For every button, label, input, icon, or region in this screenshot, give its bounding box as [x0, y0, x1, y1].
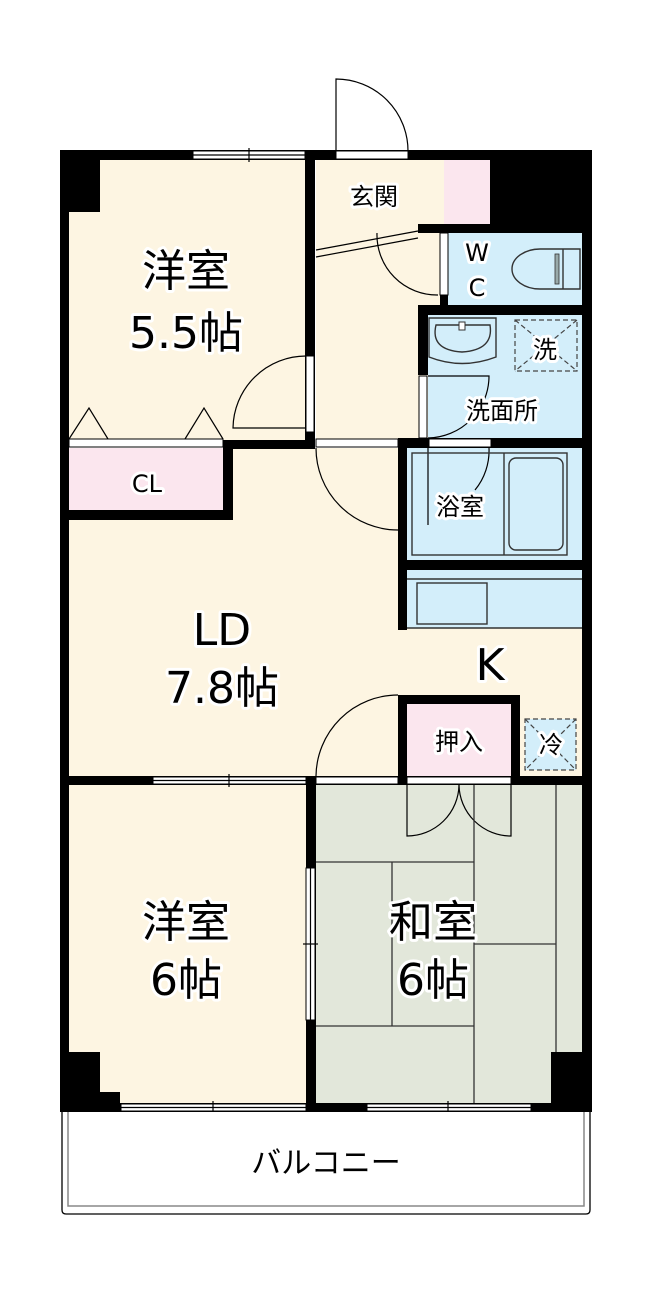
- toilet-name-c: C: [469, 274, 486, 302]
- balcony: [61, 1112, 591, 1215]
- kitchen-sink-icon: [407, 578, 582, 629]
- fridge-space-name: 冷: [539, 731, 563, 759]
- kitchen-name: K: [476, 640, 506, 691]
- entrance-name: 玄関: [350, 183, 398, 211]
- toilet-icon: [511, 248, 581, 290]
- windows: [68, 148, 532, 1114]
- western-room-south-floor: [68, 785, 306, 1103]
- bathtub-icon: [411, 452, 568, 556]
- tatami-lines: [316, 785, 557, 1103]
- japanese-room-name: 和室: [389, 897, 477, 948]
- entrance-shoe-storage: [444, 160, 490, 224]
- balcony-name: バルコニー: [251, 1146, 400, 1181]
- washer-space-icon: [514, 319, 578, 372]
- western-room-north-size: 5.5帖: [129, 308, 243, 359]
- western-room-south-name: 洋室: [142, 897, 230, 948]
- closet-floor: [68, 448, 223, 510]
- toilet-name-w: W: [465, 239, 489, 267]
- washroom-name: 洗面所: [466, 397, 538, 425]
- bathroom-name: 浴室: [436, 493, 484, 521]
- door-swings: [68, 78, 512, 837]
- oshiire-name: 押入: [435, 728, 483, 756]
- fixtures: [316, 248, 582, 1103]
- bathroom-floor: [407, 448, 582, 560]
- japanese-room-size: 6帖: [397, 955, 469, 1006]
- washer-space-name: 洗: [533, 336, 557, 364]
- living-dining-name: LD: [193, 605, 251, 656]
- toilet-floor: [448, 233, 582, 305]
- western-room-south-size: 6帖: [150, 955, 222, 1006]
- closet-name: CL: [132, 470, 163, 498]
- oshiire-floor: [407, 704, 511, 776]
- room-fills: [68, 160, 582, 1103]
- western-room-north-floor: [68, 160, 306, 440]
- washbasin-icon: [428, 317, 497, 365]
- living-dining-size: 7.8帖: [165, 663, 279, 714]
- fridge-space-icon: [524, 718, 577, 771]
- western-room-north-name: 洋室: [142, 246, 230, 297]
- room-labels: 洋室 5.5帖 玄関 W C 洗 洗面所 CL 浴室 LD 7.8帖 K 押入 …: [126, 180, 566, 1184]
